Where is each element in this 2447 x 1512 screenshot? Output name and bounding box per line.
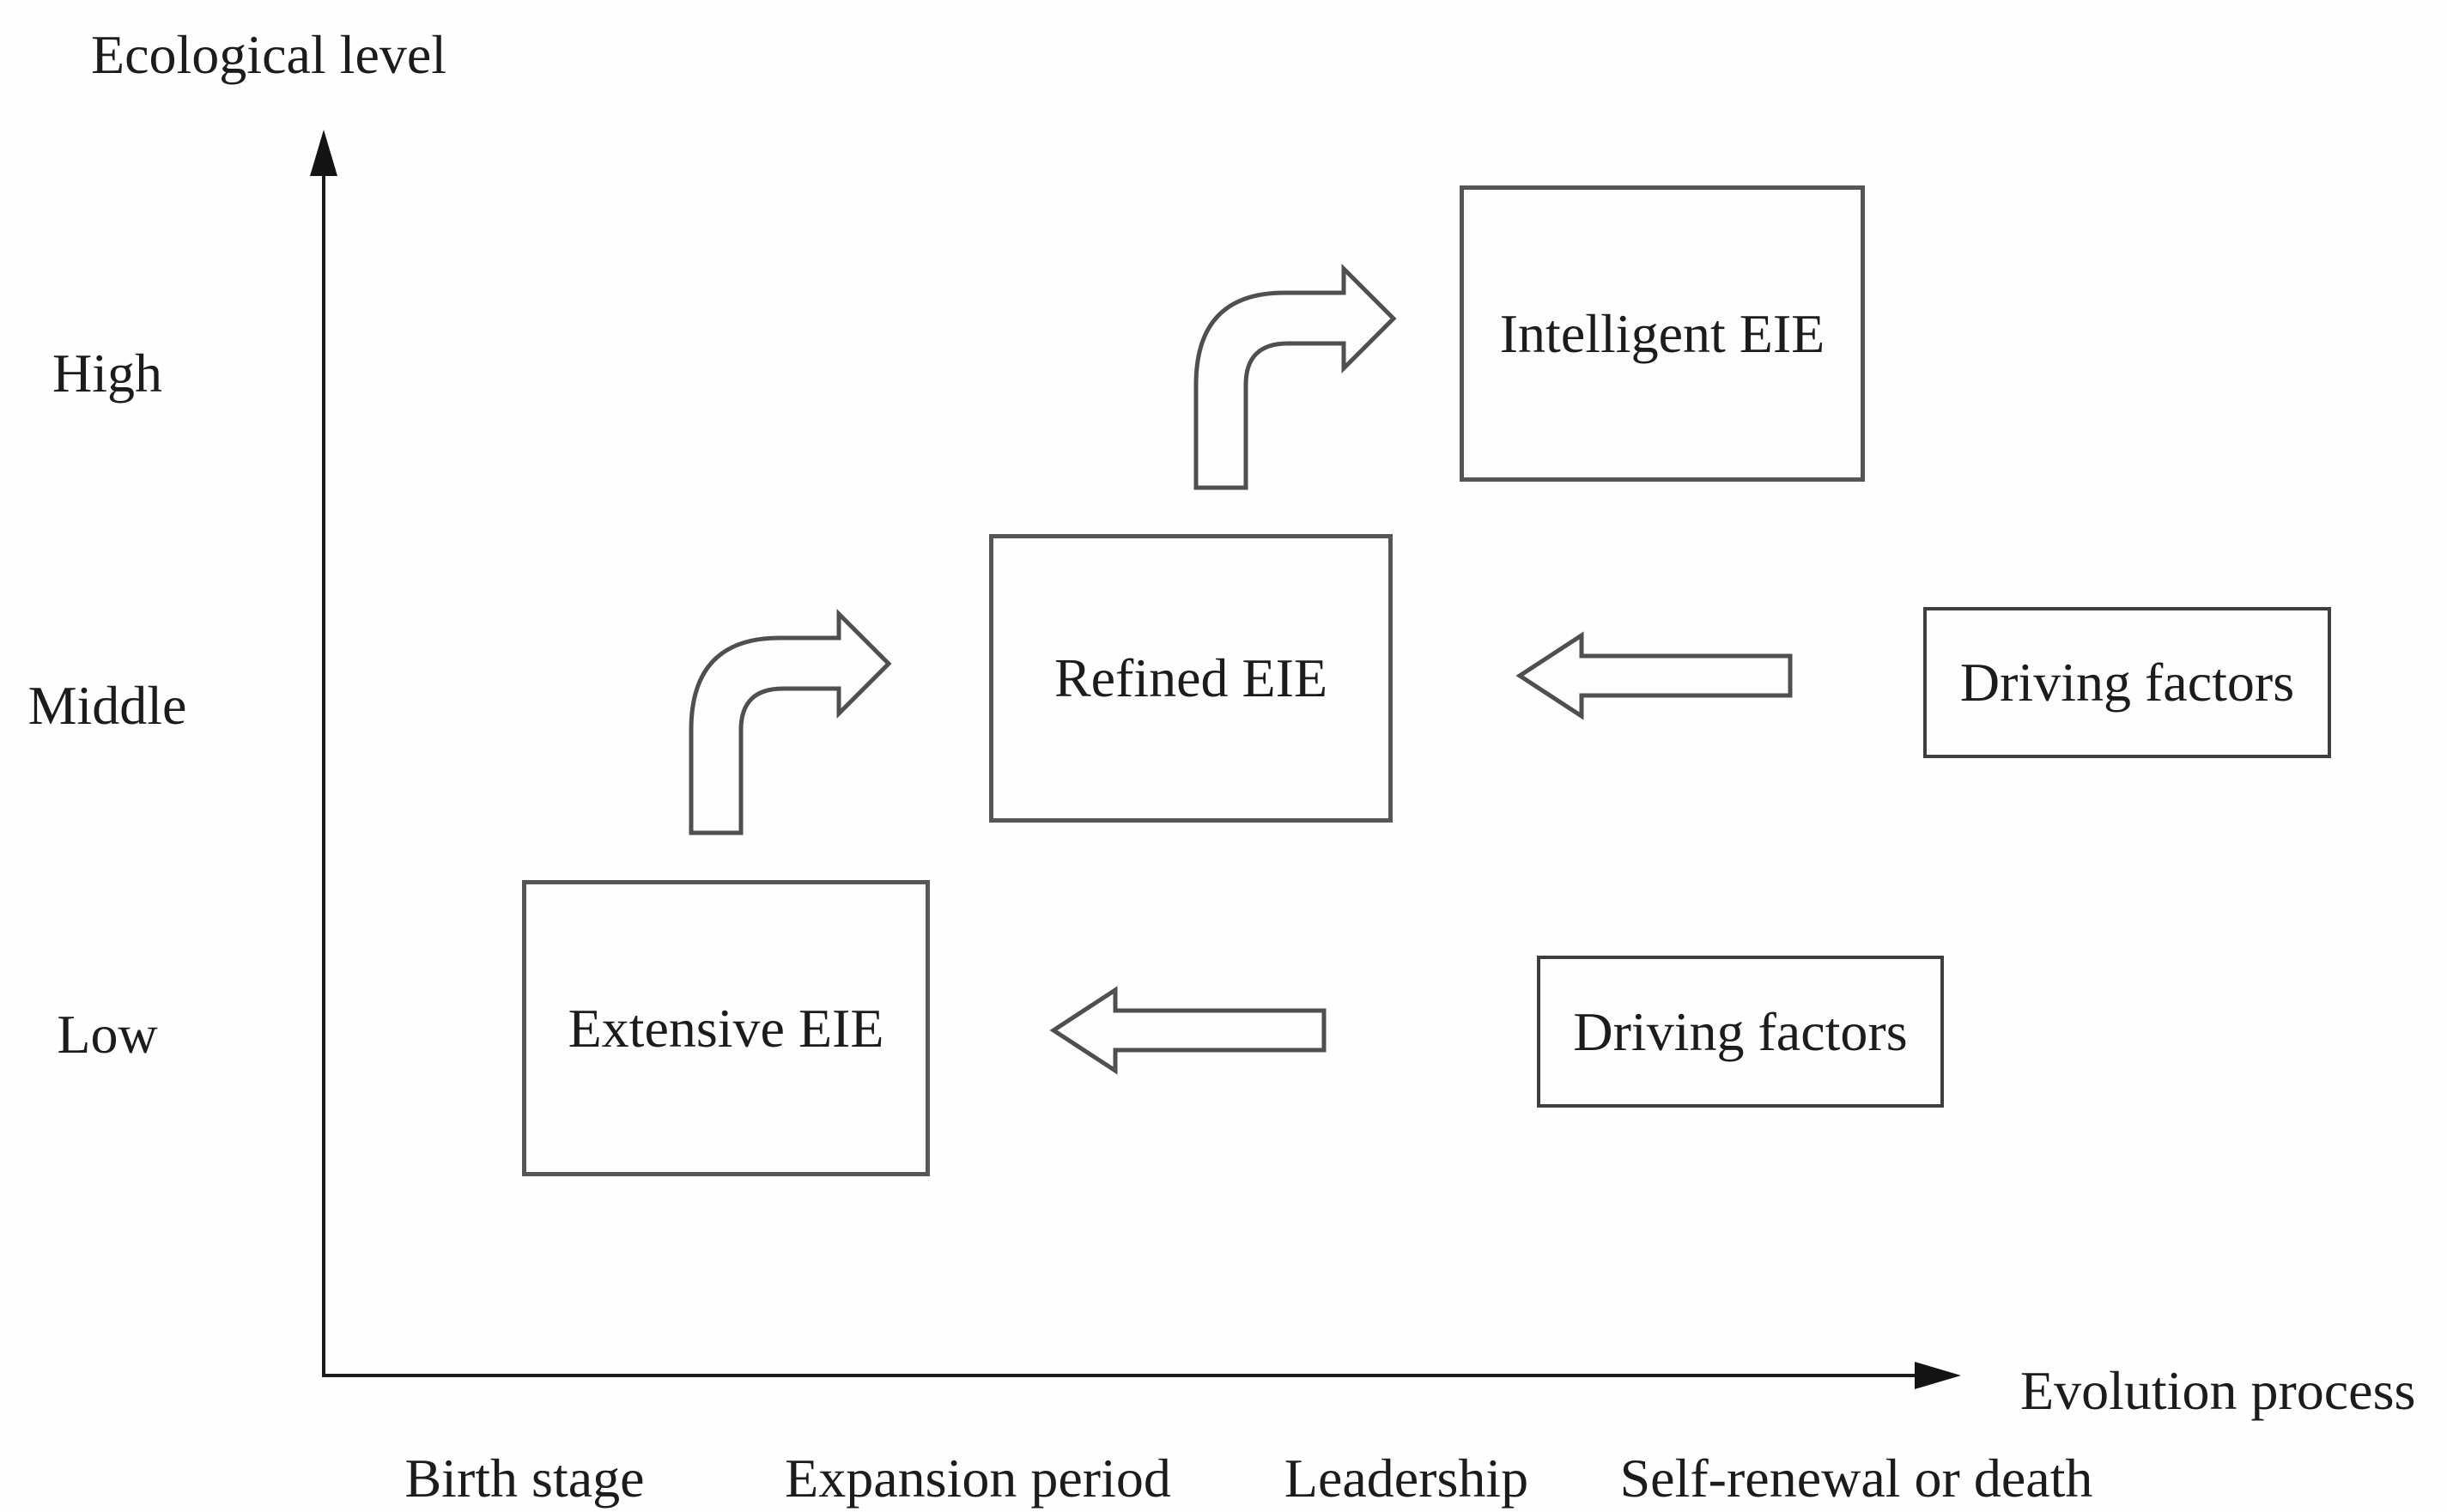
y-axis-arrowhead-icon <box>310 130 337 176</box>
left-arrow-driving-to-extensive-icon <box>1049 986 1327 1075</box>
x-tick-expansion-period: Expansion period <box>785 1448 1171 1509</box>
x-tick-birth-stage: Birth stage <box>404 1448 645 1509</box>
y-axis-title: Ecological level <box>91 24 447 85</box>
node-refined-eie-label: Refined EIE <box>1053 647 1328 708</box>
x-tick-self-renewal-or-death: Self-renewal or death <box>1619 1448 2093 1509</box>
node-driving-factors-low-label: Driving factors <box>1573 1000 1908 1062</box>
y-tick-low: Low <box>57 1004 158 1065</box>
bent-up-arrow-refined-to-intelligent-icon <box>1193 263 1397 490</box>
x-axis-title: Evolution process <box>2020 1360 2416 1421</box>
node-intelligent-eie: Intelligent EIE <box>1460 185 1865 482</box>
y-tick-middle: Middle <box>27 675 187 736</box>
node-intelligent-eie-label: Intelligent EIE <box>1499 302 1825 364</box>
left-arrow-driving-to-refined-icon <box>1515 631 1793 720</box>
bent-up-arrow-extensive-to-refined-icon <box>689 608 892 835</box>
node-refined-eie: Refined EIE <box>989 534 1393 823</box>
node-driving-factors-low: Driving factors <box>1537 956 1944 1108</box>
node-extensive-eie-label: Extensive EIE <box>568 997 884 1059</box>
node-driving-factors-middle-label: Driving factors <box>1959 652 2295 713</box>
node-driving-factors-middle: Driving factors <box>1923 607 2331 758</box>
x-axis-arrowhead-icon <box>1915 1362 1961 1389</box>
node-extensive-eie: Extensive EIE <box>522 880 930 1176</box>
y-tick-high: High <box>52 343 162 404</box>
x-tick-leadership: Leadership <box>1284 1448 1529 1509</box>
